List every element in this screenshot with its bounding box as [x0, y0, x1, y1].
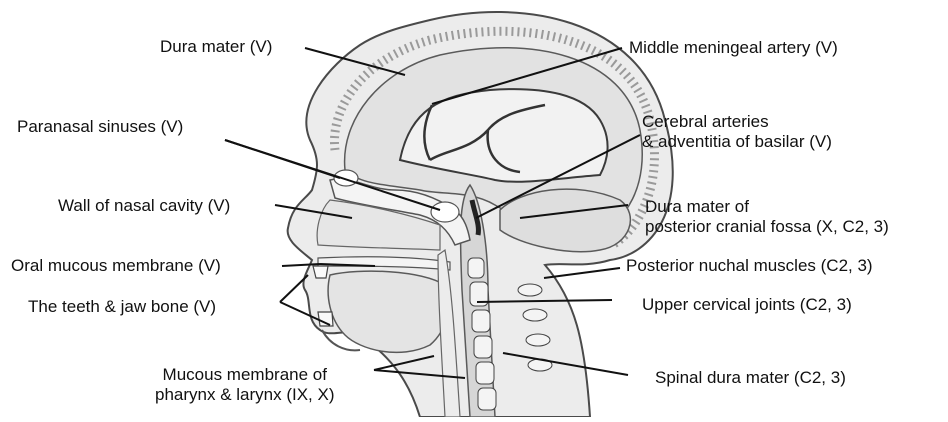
label-cerebral-arteries-line1: Cerebral arteries: [642, 112, 832, 132]
label-wall-nasal-cavity: Wall of nasal cavity (V): [58, 196, 230, 216]
label-cerebral-arteries-line2: & adventitia of basilar (V): [642, 132, 832, 152]
label-dura-posterior-line1: Dura mater of: [645, 197, 889, 217]
label-mucous-pharynx-larynx: Mucous membrane of pharynx & larynx (IX,…: [155, 365, 335, 405]
leader-nuchal: [544, 268, 620, 278]
label-paranasal-sinuses: Paranasal sinuses (V): [17, 117, 183, 137]
label-mucous-pharynx-line2: pharynx & larynx (IX, X): [155, 385, 335, 405]
spinous-process: [518, 284, 542, 296]
label-mucous-pharynx-line1: Mucous membrane of: [155, 365, 335, 385]
vertebra-c4: [474, 336, 492, 358]
vertebra-c1: [468, 258, 484, 278]
label-dura-mater: Dura mater (V): [160, 37, 272, 57]
vertebra-c6: [478, 388, 496, 410]
upper-teeth: [313, 266, 328, 278]
label-dura-posterior-line2: posterior cranial fossa (X, C2, 3): [645, 217, 889, 237]
label-upper-cervical-joints: Upper cervical joints (C2, 3): [642, 295, 852, 315]
spinous-process: [526, 334, 550, 346]
label-dura-posterior-fossa: Dura mater of posterior cranial fossa (X…: [645, 197, 889, 237]
label-teeth-jaw-bone: The teeth & jaw bone (V): [28, 297, 216, 317]
spinous-process: [523, 309, 547, 321]
tongue: [328, 271, 449, 352]
label-oral-mucous-membrane: Oral mucous membrane (V): [11, 256, 221, 276]
vertebra-c5: [476, 362, 494, 384]
vertebra-c3: [472, 310, 490, 332]
label-middle-meningeal-artery: Middle meningeal artery (V): [629, 38, 838, 58]
sphenoid-sinus: [431, 202, 459, 222]
label-spinal-dura-mater: Spinal dura mater (C2, 3): [655, 368, 846, 388]
label-posterior-nuchal-muscles: Posterior nuchal muscles (C2, 3): [626, 256, 873, 276]
label-cerebral-arteries: Cerebral arteries & adventitia of basila…: [642, 112, 832, 152]
